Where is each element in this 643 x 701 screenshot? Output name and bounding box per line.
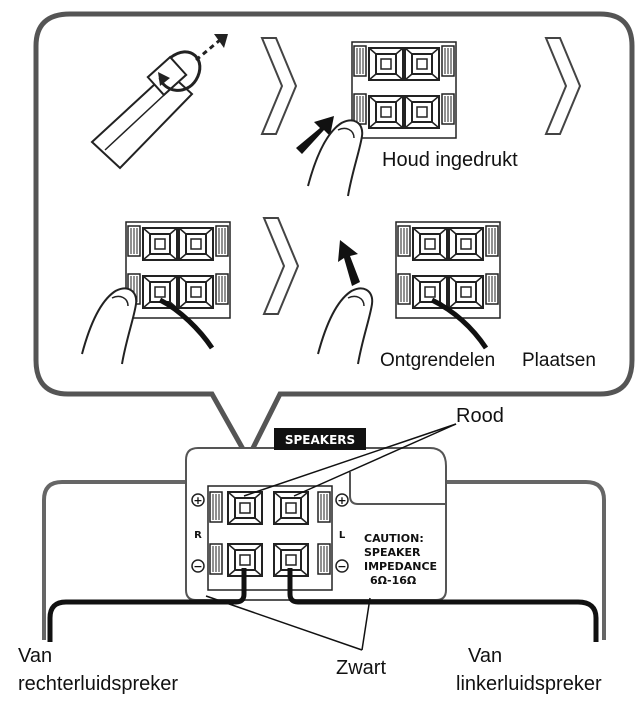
from-left-speaker-line1: Van xyxy=(468,645,502,667)
black-label: Zwart xyxy=(336,657,386,679)
from-left-speaker-line2: linkerluidspreker xyxy=(456,673,602,695)
arrow-right-icon xyxy=(544,37,582,135)
arrow-right-icon xyxy=(260,37,298,135)
plus-left-marker: + xyxy=(193,494,202,507)
wire-right-speaker xyxy=(47,568,247,642)
caution-line-1: CAUTION: xyxy=(364,532,424,545)
caution-line-2: SPEAKER xyxy=(364,546,421,559)
caution-line-3: IMPEDANCE xyxy=(364,560,437,573)
wire-twist-icon xyxy=(90,34,228,170)
red-label: Rood xyxy=(456,405,504,427)
minus-left-marker: − xyxy=(193,560,202,573)
speaker-terminal-icon xyxy=(207,485,333,591)
speaker-wire xyxy=(158,297,215,350)
speaker-terminal-icon xyxy=(126,222,230,318)
release-label: Ontgrendelen xyxy=(380,350,495,371)
arrow-right-icon xyxy=(262,217,300,315)
plus-right-marker: + xyxy=(337,494,346,507)
caution-line-4: 6Ω-16Ω xyxy=(370,574,417,587)
speakers-header-tab xyxy=(274,428,366,450)
from-right-speaker-line1: Van xyxy=(18,645,52,667)
speakers-header-label: SPEAKERS xyxy=(285,433,355,447)
insert-label: Plaatsen xyxy=(522,350,596,371)
push-arrow-icon xyxy=(338,240,360,286)
hold-label: Houd ingedrukt xyxy=(382,149,518,171)
minus-right-marker: − xyxy=(337,560,346,573)
push-arrow-icon xyxy=(296,116,334,154)
wire-left-speaker xyxy=(287,568,599,642)
from-right-speaker-line2: rechterluidspreker xyxy=(18,673,178,695)
speaker-wire xyxy=(430,297,489,350)
speaker-terminal-icon xyxy=(396,222,500,318)
channel-r-label: R xyxy=(194,530,202,541)
channel-l-label: L xyxy=(339,530,346,541)
speaker-terminal-icon xyxy=(352,42,456,138)
